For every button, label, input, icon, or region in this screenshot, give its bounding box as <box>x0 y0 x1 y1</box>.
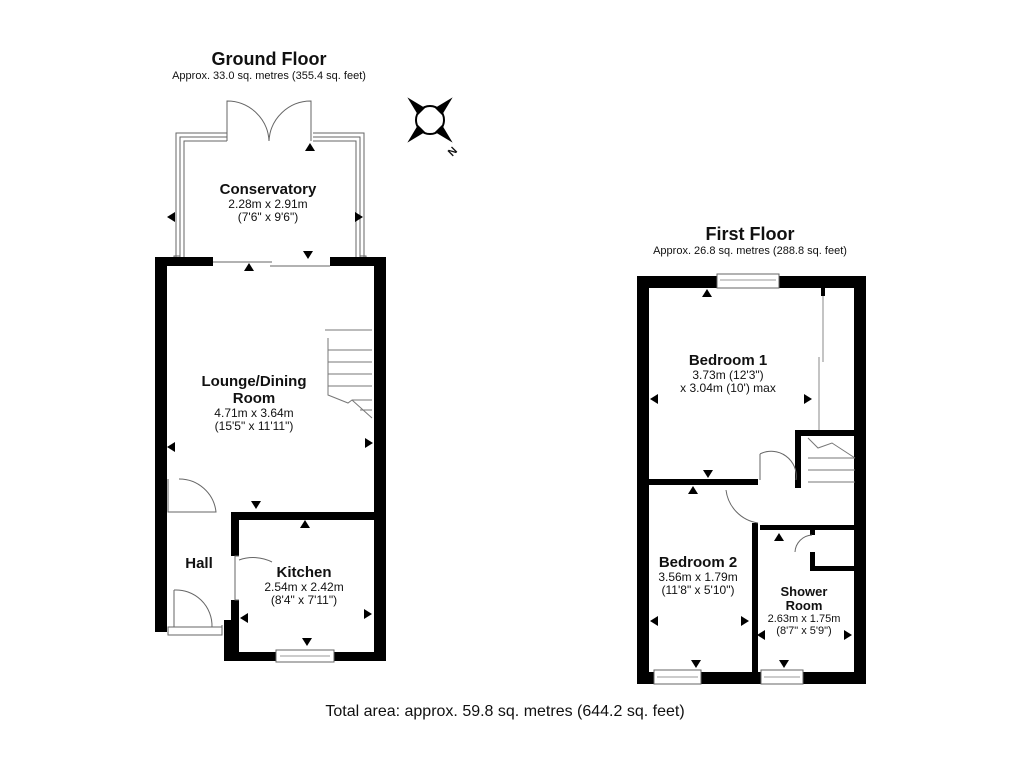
room-shower: Shower Room 2.63m x 1.75m (8'7" x 5'9") <box>767 584 841 638</box>
room-hall: Hall <box>185 555 213 572</box>
room-dim-imperial: (8'7" x 5'9") <box>776 625 832 637</box>
room-bedroom-1: Bedroom 1 3.73m (12'3") x 3.04m (10') ma… <box>680 352 776 395</box>
room-dim-metric: 4.71m x 3.64m <box>214 406 294 420</box>
room-dim-imperial: (15'5" x 11'11") <box>214 419 294 433</box>
room-dim-imperial: (8'4" x 7'11") <box>270 593 338 607</box>
room-conservatory: Conservatory 2.28m x 2.91m (7'6" x 9'6") <box>220 181 317 224</box>
first-floor-plan <box>637 273 866 685</box>
room-bedroom-2: Bedroom 2 3.56m x 1.79m (11'8" x 5'10") <box>658 554 737 597</box>
room-name-line1: Shower <box>780 584 828 599</box>
room-dim-imperial: (11'8" x 5'10") <box>661 583 735 597</box>
room-dim-metric: 3.56m x 1.79m <box>658 570 738 584</box>
room-dim-metric: 2.63m x 1.75m <box>767 613 841 625</box>
room-lounge-dining: Lounge/Dining Room 4.71m x 3.64m (15'5" … <box>202 373 307 433</box>
ground-floor-plan <box>155 100 386 663</box>
room-dim-metric: 2.54m x 2.42m <box>264 580 344 594</box>
room-dim-imperial: (7'6" x 9'6") <box>237 210 299 224</box>
measure-arrows-ground <box>167 143 373 646</box>
ground-floor-area: Approx. 33.0 sq. metres (355.4 sq. feet) <box>172 70 366 82</box>
room-name: Bedroom 2 <box>658 554 738 571</box>
first-floor-header: First Floor Approx. 26.8 sq. metres (288… <box>653 224 847 257</box>
first-floor-area: Approx. 26.8 sq. metres (288.8 sq. feet) <box>653 245 847 257</box>
room-dim-line1: 3.73m (12'3") <box>692 368 764 382</box>
compass-icon <box>407 97 453 143</box>
room-name: Conservatory <box>219 181 317 198</box>
room-name: Bedroom 1 <box>688 352 768 369</box>
room-name-line1: Lounge/Dining <box>201 373 307 390</box>
ground-floor-title: Ground Floor <box>211 49 327 69</box>
room-name-line2: Room <box>785 598 823 613</box>
room-name-line2: Room <box>232 390 276 407</box>
room-name: Kitchen <box>276 564 332 581</box>
room-dim-line2: x 3.04m (10') max <box>680 381 776 395</box>
total-area: Total area: approx. 59.8 sq. metres (644… <box>325 703 685 720</box>
room-dim-metric: 2.28m x 2.91m <box>228 197 308 211</box>
measure-arrows-first <box>650 289 852 668</box>
room-name: Hall <box>185 555 213 572</box>
first-floor-title: First Floor <box>705 224 795 244</box>
ground-floor-header: Ground Floor Approx. 33.0 sq. metres (35… <box>172 49 366 82</box>
room-kitchen: Kitchen 2.54m x 2.42m (8'4" x 7'11") <box>264 564 343 607</box>
